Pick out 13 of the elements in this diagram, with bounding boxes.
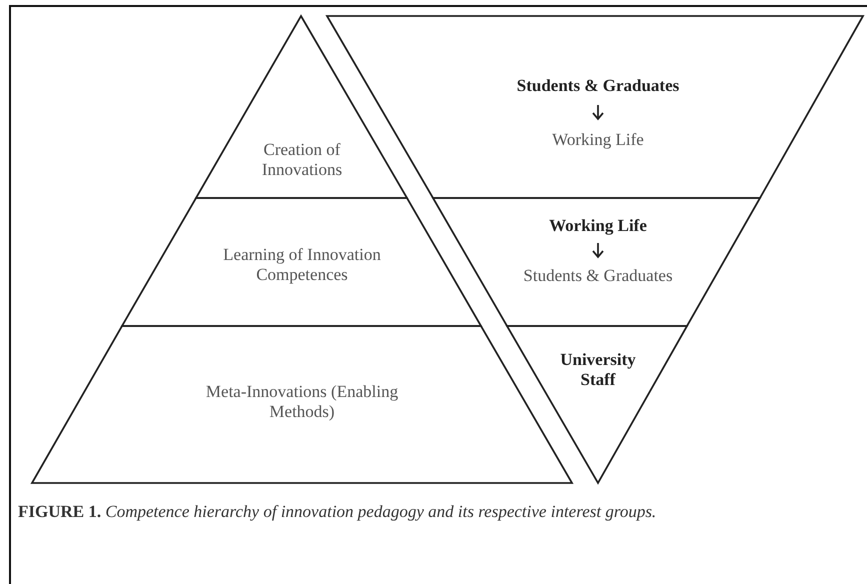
pyramid-band bbox=[122, 198, 481, 326]
inverted-pyramid-band bbox=[507, 326, 687, 483]
band-label: Working Life bbox=[548, 216, 648, 236]
band-label: Creation of Innovations bbox=[260, 140, 344, 180]
figure-caption: FIGURE 1. Competence hierarchy of innovation pedagogy and its respective interest groups. bbox=[18, 501, 658, 523]
band-label: Students & Graduates bbox=[522, 266, 674, 286]
band-label: Meta-Innovations (Enabling Methods) bbox=[204, 382, 400, 422]
inverted-pyramid-band bbox=[433, 198, 760, 326]
band-label: Working Life bbox=[551, 130, 645, 150]
band-label: Learning of Innovation Competences bbox=[222, 245, 382, 285]
band-label: University Staff bbox=[559, 350, 637, 390]
pyramid-band bbox=[196, 16, 407, 198]
band-label: Students & Graduates bbox=[516, 76, 680, 96]
